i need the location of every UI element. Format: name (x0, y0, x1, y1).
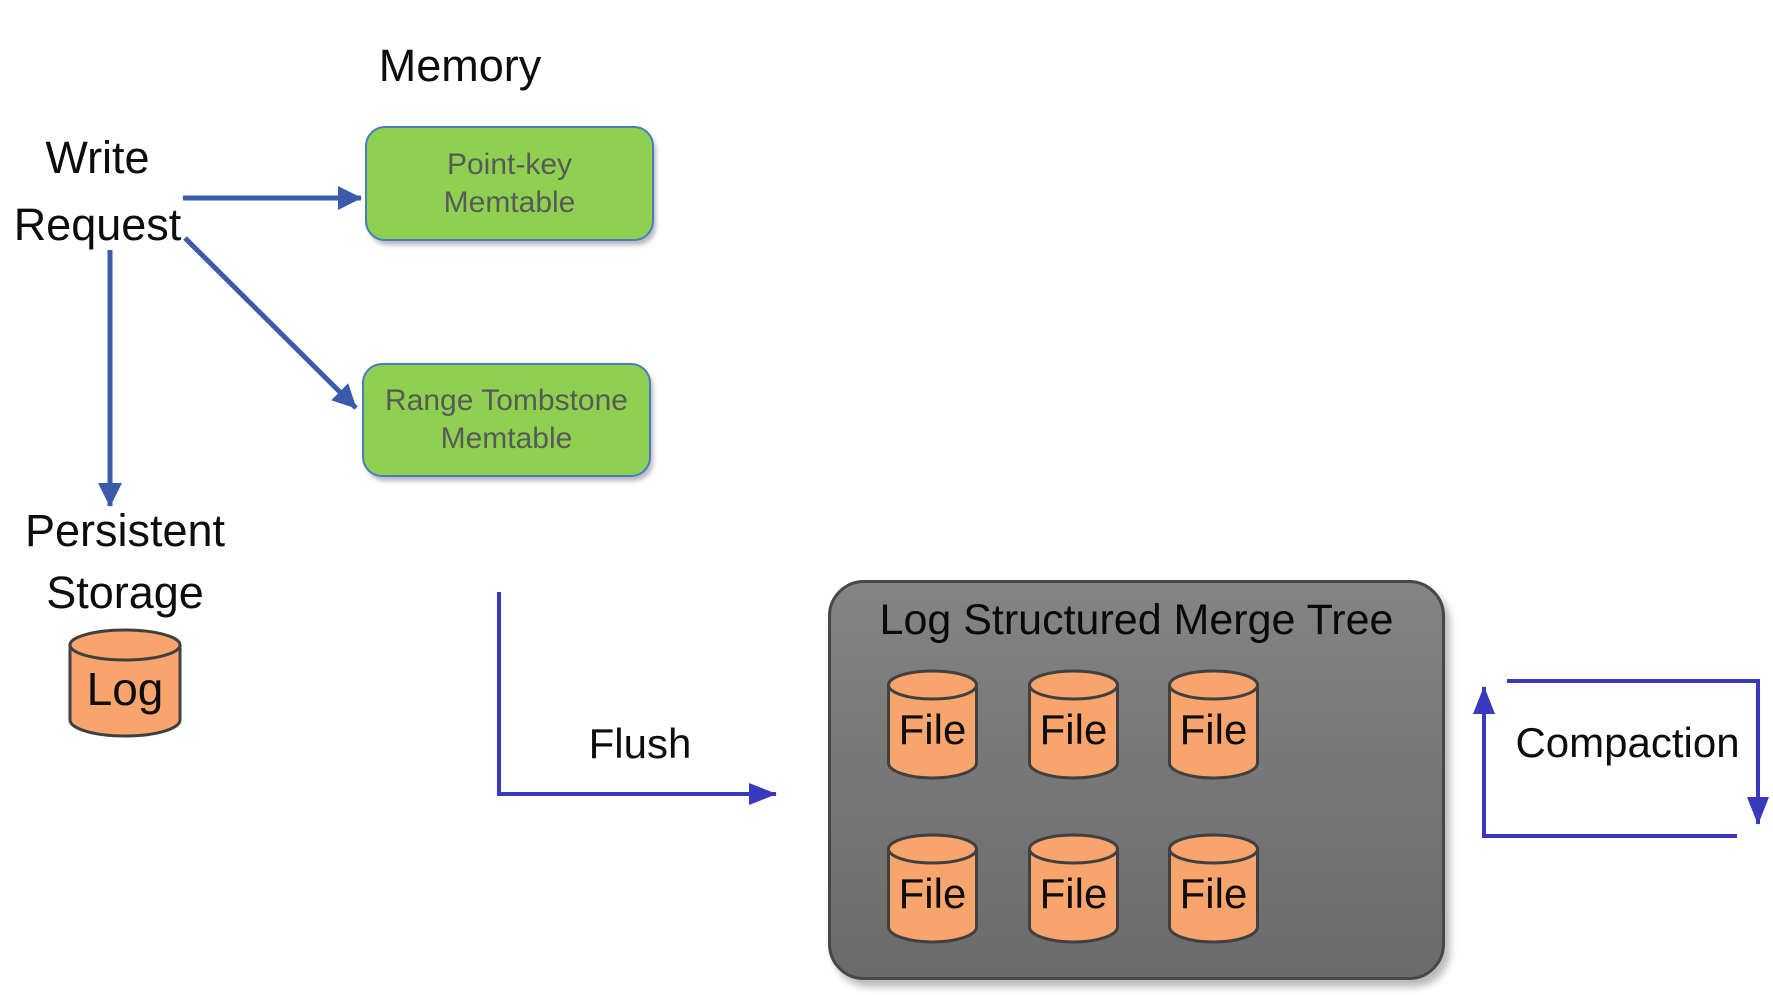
cylinder-shape (1028, 669, 1119, 780)
write-to-range-arrow (183, 236, 358, 410)
file-cylinder-label: File (1039, 706, 1108, 753)
lsm-tree-title: Log Structured Merge Tree (879, 596, 1394, 644)
range-tombstone-memtable-label: Range Tombstone Memtable (385, 384, 628, 455)
compaction-up-arrow (1473, 686, 1737, 838)
file-cylinder-label: File (898, 870, 967, 917)
compaction-label: Compaction (1515, 719, 1740, 766)
cylinder-shape (1168, 833, 1259, 944)
range-tombstone-memtable-box: Range Tombstone Memtable (362, 363, 651, 477)
file-cylinder-label: File (1039, 870, 1108, 917)
cylinder-shape (887, 669, 978, 780)
file-cylinder-label: File (1179, 870, 1248, 917)
file-cylinder-label: File (898, 706, 967, 753)
file-cylinder: File (1168, 832, 1259, 944)
log-cylinder: Log (68, 627, 182, 740)
log-cylinder-label: Log (86, 662, 164, 715)
cylinder-shape (68, 628, 182, 738)
flush-arrow (497, 592, 777, 805)
file-cylinder: File (887, 832, 978, 944)
memory-section-label: Memory (378, 40, 542, 91)
persistent-storage-label: Persistent Storage (24, 505, 226, 618)
file-cylinder: File (887, 668, 978, 780)
file-cylinder: File (1028, 668, 1119, 780)
point-key-memtable-box: Point-key Memtable (365, 126, 654, 241)
file-cylinder-label: File (1179, 706, 1248, 753)
file-cylinder: File (1168, 668, 1259, 780)
write-request-label: Write Request (13, 132, 182, 250)
cylinder-shape (1028, 833, 1119, 944)
file-cylinder: File (1028, 832, 1119, 944)
point-key-memtable-label: Point-key Memtable (443, 147, 576, 219)
cylinder-shape (1168, 669, 1259, 780)
cylinder-shape (887, 833, 978, 944)
flush-label: Flush (588, 720, 692, 767)
compaction-down-arrow (1507, 679, 1769, 825)
